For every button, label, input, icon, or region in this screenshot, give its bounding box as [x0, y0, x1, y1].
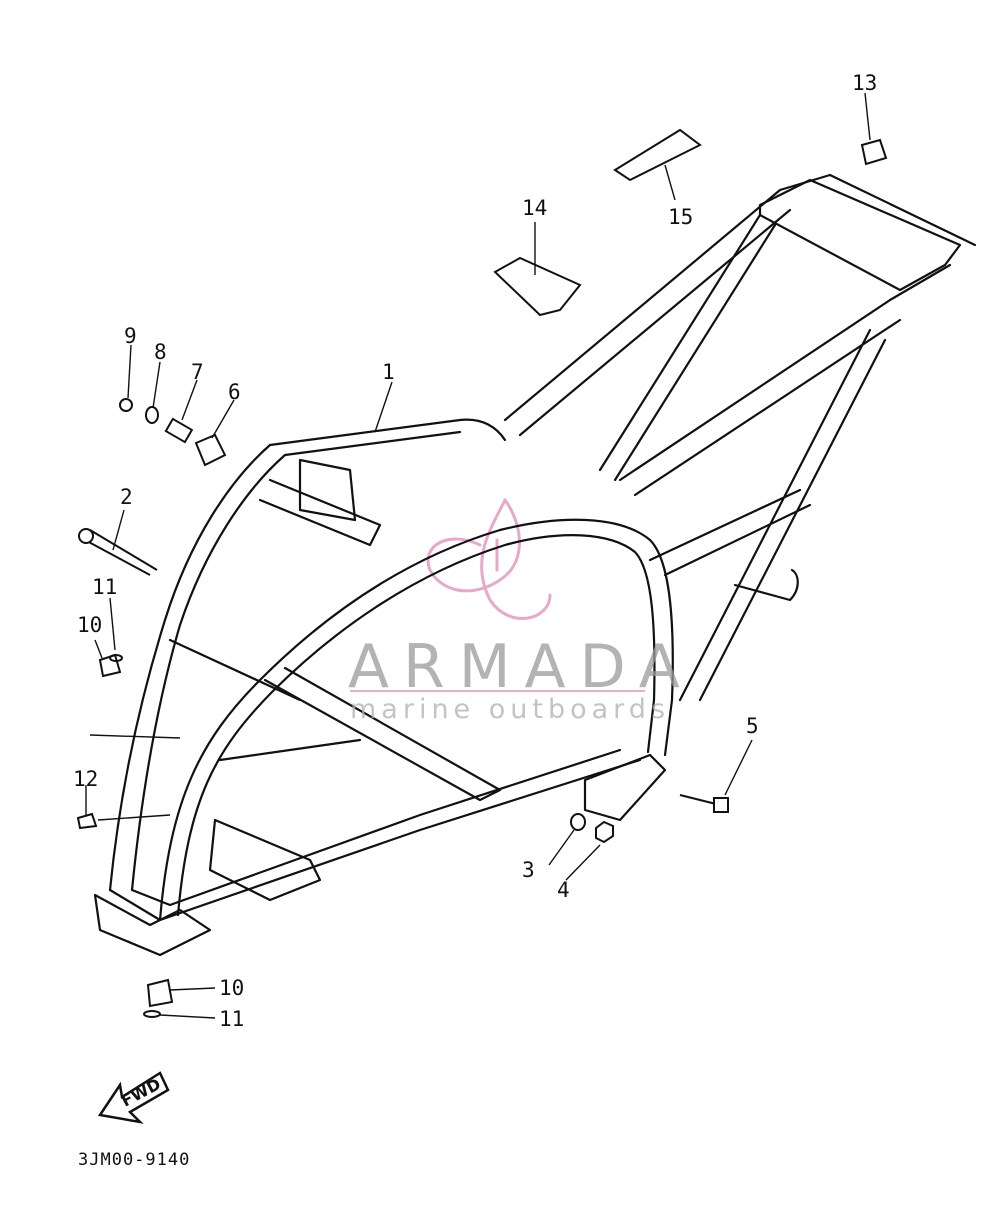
- washer-3: [570, 813, 586, 831]
- lower-rail: [108, 758, 642, 922]
- callout-5: 5: [746, 714, 759, 738]
- callout-8: 8: [154, 340, 167, 364]
- part-code: 3JM00-9140: [78, 1150, 191, 1170]
- clamp-15: [613, 128, 702, 182]
- callout-2: 2: [120, 485, 133, 509]
- cap-13: [860, 138, 888, 166]
- collar-7: [164, 417, 194, 444]
- callout-3: 3: [522, 858, 535, 882]
- watermark-title: ARMADA: [348, 632, 694, 702]
- fwd-arrow-icon: [97, 1071, 170, 1124]
- damper-10-bottom: [146, 978, 174, 1008]
- watermark-underline: [350, 690, 645, 692]
- rear-bracket: [758, 178, 962, 292]
- bolt-9: [119, 398, 133, 412]
- watermark-subtitle: marine outboards: [350, 694, 671, 725]
- top-rail: [268, 418, 507, 447]
- bushing-6: [194, 433, 227, 467]
- callout-1: 1: [382, 360, 395, 384]
- callout-12: 12: [73, 767, 99, 791]
- watermark-logo: [426, 498, 552, 620]
- engine-mount: [208, 818, 322, 902]
- rear-upper-rail: [503, 173, 832, 422]
- callout-10-top: 10: [77, 613, 103, 637]
- callout-13: 13: [852, 71, 878, 95]
- clip-11-top: [109, 654, 123, 662]
- callout-11-top: 11: [92, 575, 118, 599]
- callout-11-bottom: 11: [219, 1007, 245, 1031]
- bolt-2: [84, 529, 158, 576]
- callout-6: 6: [228, 380, 241, 404]
- callout-15: 15: [668, 205, 694, 229]
- footpeg-bar: [733, 568, 799, 602]
- fitting-12: [76, 812, 98, 830]
- callout-9: 9: [124, 324, 137, 348]
- callout-14: 14: [522, 196, 548, 220]
- callout-10-bottom: 10: [219, 976, 245, 1000]
- pad-14: [493, 256, 582, 317]
- front-left-tube: [108, 443, 272, 892]
- callout-4: 4: [557, 878, 570, 902]
- clip-11-bottom: [143, 1010, 161, 1018]
- callout-7: 7: [191, 360, 204, 384]
- washer-8: [145, 406, 159, 424]
- front-curved-tube: [158, 518, 674, 922]
- nut-4: [595, 820, 614, 844]
